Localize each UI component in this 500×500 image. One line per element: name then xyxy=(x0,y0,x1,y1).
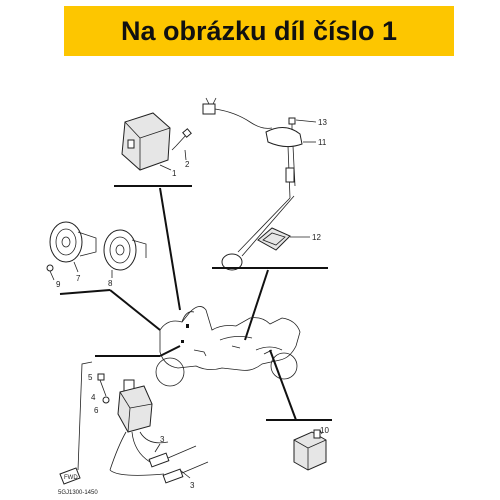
cdi-connector xyxy=(127,139,135,149)
cdi-unit-part xyxy=(121,112,171,171)
cdi-location-marker xyxy=(186,324,189,328)
callout-13: 13 xyxy=(318,118,327,127)
fuel-sender-connector xyxy=(202,103,216,115)
callout-7: 7 xyxy=(76,274,81,283)
callout-2: 2 xyxy=(185,160,190,169)
motorcycle-silhouette xyxy=(155,306,301,387)
title-banner: Na obrázku díl číslo 1 xyxy=(64,6,454,56)
callout-9: 9 xyxy=(56,280,61,289)
relay-part xyxy=(293,431,327,471)
callout-4: 4 xyxy=(91,393,96,402)
callout-3-upper: 3 xyxy=(160,435,165,444)
fuel-sender-bracket xyxy=(285,167,295,183)
banner-title: Na obrázku díl číslo 1 xyxy=(120,15,398,46)
callout-11: 11 xyxy=(318,138,327,147)
callout-3-lower: 3 xyxy=(190,481,195,490)
spark-plug-cap-upper xyxy=(148,452,170,468)
screw-part-13 xyxy=(288,117,296,125)
callout-12: 12 xyxy=(312,233,321,242)
horn-right-part xyxy=(103,229,137,271)
fuel-float xyxy=(221,253,243,271)
relay-tab xyxy=(313,429,321,439)
spark-plug-cap-lower xyxy=(162,468,184,484)
callout-8: 8 xyxy=(108,279,113,288)
fuel-sender-group: 13 11 12 xyxy=(202,97,328,341)
bolt-part-2 xyxy=(171,128,192,151)
horn-location-marker xyxy=(181,340,184,343)
relay-group: 10 xyxy=(266,349,332,471)
callout-5: 5 xyxy=(88,373,93,382)
cdi-unit-group: 1 2 xyxy=(114,112,192,311)
screw-part-9 xyxy=(46,264,54,272)
callout-6: 6 xyxy=(94,406,99,415)
horn-group: 7 8 9 xyxy=(46,221,161,331)
part-code-label: 5GJ1300-1450 xyxy=(58,490,98,496)
front-wheel xyxy=(155,357,185,387)
gasket-part-12 xyxy=(257,227,291,251)
front-marker-label: FWD xyxy=(64,475,78,481)
ignition-coil-group: 3 3 4 5 6 xyxy=(77,345,209,490)
callout-1: 1 xyxy=(172,169,177,178)
fuel-sender-flange xyxy=(265,127,303,148)
washer-part-6 xyxy=(102,396,110,404)
ignition-coil-part xyxy=(117,385,153,433)
callout-10: 10 xyxy=(320,426,329,435)
horn-left-part xyxy=(49,221,83,263)
bolt-part-5 xyxy=(97,373,107,397)
rear-wheel xyxy=(270,352,298,380)
front-arrow-marker: FWD xyxy=(59,467,81,485)
